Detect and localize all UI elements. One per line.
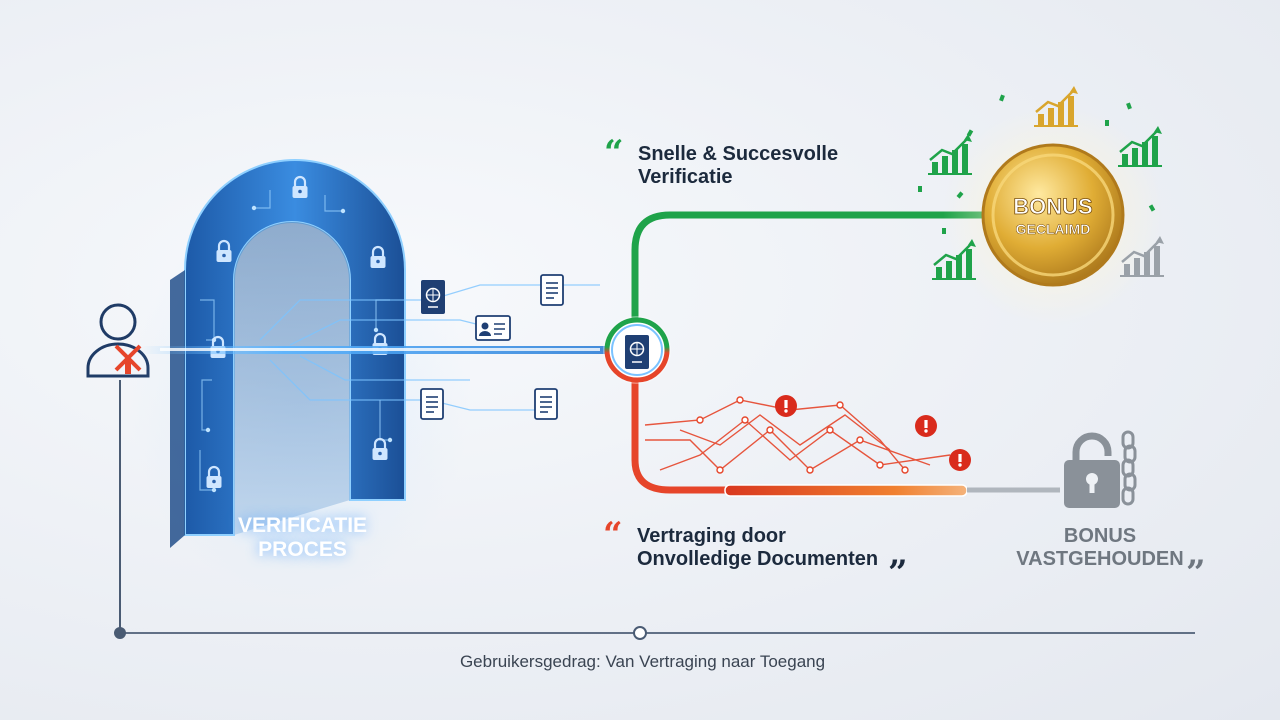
document-check-node xyxy=(603,316,671,384)
gate-label-line1: VERIFICATIE xyxy=(237,514,368,537)
verification-gate xyxy=(170,159,406,548)
delay-label-line1: Vertraging door xyxy=(637,525,786,547)
delay-label-line2: Onvolledige Documenten xyxy=(637,548,879,570)
id-card-icon xyxy=(475,315,511,341)
timeline xyxy=(114,380,1195,640)
success-path xyxy=(631,211,989,334)
diagram-caption: Gebruikersgedrag: Van Vertraging naar To… xyxy=(0,652,1280,672)
caption-text: Gebruikersgedrag: Van Vertraging naar To… xyxy=(459,652,826,671)
document-icon xyxy=(540,274,564,306)
document-icon xyxy=(420,388,444,420)
passport-icon xyxy=(421,280,445,314)
gate-label-line2: PROCES xyxy=(258,538,347,562)
gate-label: VERIFICATIE PROCES xyxy=(230,514,375,562)
delay-path xyxy=(631,366,1060,497)
open-quote-success: “ xyxy=(604,133,624,173)
alert-icon xyxy=(949,449,971,471)
success-label: Snelle & Succesvolle Verificatie xyxy=(638,143,838,189)
alert-icon xyxy=(775,395,797,417)
passport-icon xyxy=(625,335,649,369)
alert-icon xyxy=(915,415,937,437)
held-label-line1: BONUS xyxy=(1063,525,1137,547)
held-label-line2: VASTGEHOUDEN xyxy=(1016,548,1184,570)
confetti xyxy=(918,94,1156,234)
success-label-line1: Snelle & Succesvolle xyxy=(638,143,839,165)
open-quote-delay: “ xyxy=(603,515,623,555)
coin-label-line2: GECLAIMD xyxy=(1016,221,1091,237)
lock-icon xyxy=(1064,432,1120,508)
bonus-claimed-coin: BONUS GECLAIMD xyxy=(943,105,1163,325)
timeline-start-dot xyxy=(114,627,126,639)
close-quote-delay: ” xyxy=(888,553,908,593)
chain-icon xyxy=(1121,430,1137,506)
timeline-mid-dot xyxy=(633,626,647,640)
success-label-line2: Verificatie xyxy=(638,166,733,188)
delay-progress-bar xyxy=(724,484,968,497)
held-label: BONUS VASTGEHOUDEN xyxy=(1005,525,1195,571)
delay-label: Vertraging door Onvolledige Documenten xyxy=(637,525,878,571)
document-icon xyxy=(534,388,558,420)
close-quote-held: ” xyxy=(1186,553,1206,593)
chart-up-icon xyxy=(926,132,974,176)
coin-label-line1: BONUS xyxy=(1013,194,1092,219)
